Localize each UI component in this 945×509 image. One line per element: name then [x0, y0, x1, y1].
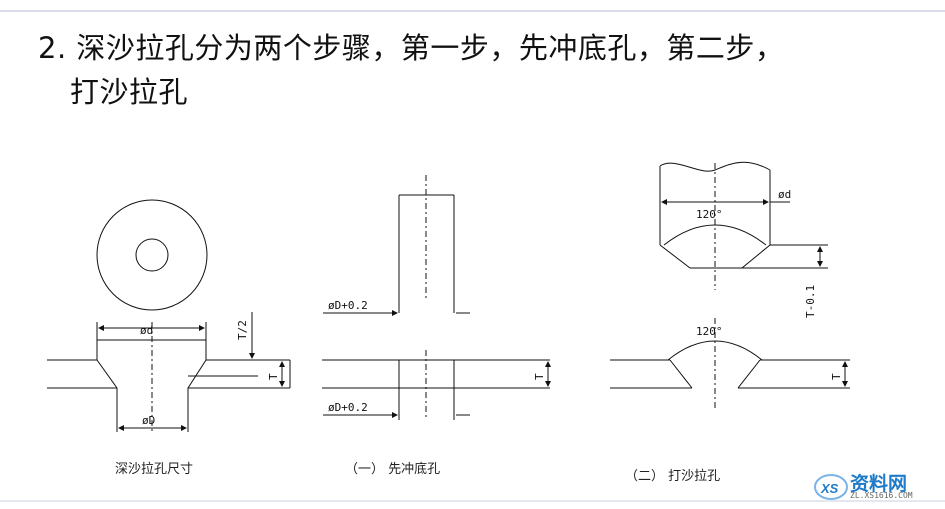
- fig2-dim-hole: øD+0.2: [328, 401, 368, 414]
- fig2-dim-T: T: [533, 373, 546, 380]
- figure2-drawing: [322, 175, 551, 420]
- fig3-dim-d: ød: [778, 188, 791, 201]
- fig1-dim-T: T: [267, 373, 280, 380]
- fig3-angle-bottom: 120°: [696, 325, 723, 338]
- fig2-dim-punch: øD+0.2: [328, 299, 368, 312]
- fig1-dim-D: øD: [142, 414, 155, 427]
- fig1-dim-half-T: T/2: [236, 320, 249, 340]
- fig3-caption: （二） 打沙拉孔: [625, 469, 720, 484]
- fig3-dim-T-minus: T-0.1: [804, 285, 817, 318]
- watermark-mark: XS: [820, 481, 839, 496]
- bottom-divider: [0, 500, 945, 502]
- fig1-dim-d: ød: [140, 324, 153, 337]
- title-line-1: 2. 深沙拉孔分为两个步骤，第一步，先冲底孔，第二步，: [38, 31, 785, 65]
- fig1-inner-circle: [135, 238, 169, 272]
- watermark-url: ZL.XS1616.COM: [850, 491, 913, 500]
- fig1-outer-circle: [96, 199, 208, 311]
- slide-title: 2. 深沙拉孔分为两个步骤，第一步，先冲底孔，第二步， 打沙拉孔: [38, 26, 938, 114]
- figure3-drawing: [610, 161, 850, 410]
- fig2-caption: （一） 先冲底孔: [345, 461, 440, 477]
- fig3-dim-T: T: [830, 373, 843, 380]
- watermark-logo-icon: XS: [814, 474, 848, 500]
- title-line-2: 打沙拉孔: [70, 75, 189, 109]
- figure1-drawing: [47, 199, 291, 432]
- fig1-caption: 深沙拉孔尺寸: [115, 462, 193, 477]
- watermark-brand: 资料网: [850, 473, 908, 495]
- fig3-angle-top: 120°: [696, 208, 723, 221]
- top-divider: [0, 10, 945, 12]
